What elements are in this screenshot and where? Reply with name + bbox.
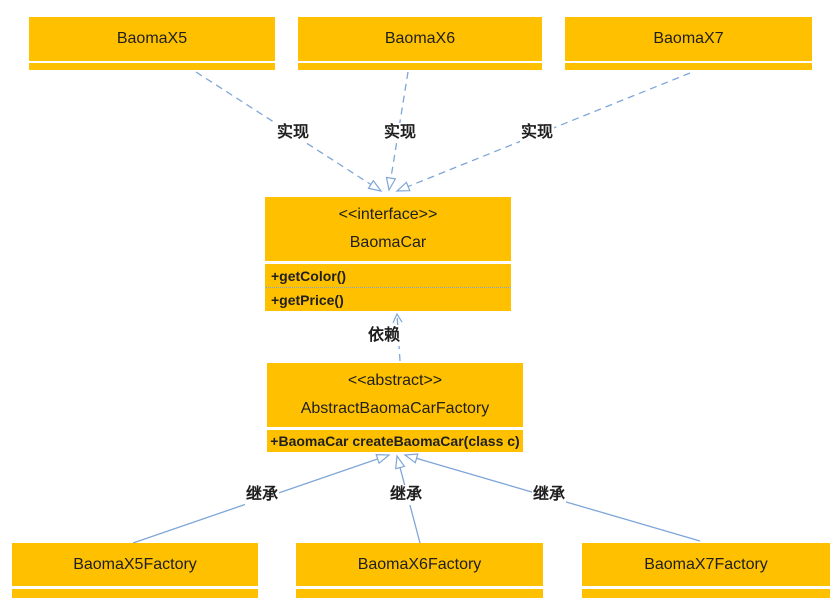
interface-method-getprice: +getPrice() xyxy=(265,288,511,311)
class-box-baomax6: BaomaX6 xyxy=(298,17,542,70)
class-title: BaomaX7Factory xyxy=(582,543,830,586)
class-title: BaomaX6Factory xyxy=(296,543,543,586)
edge-label-inherit-3: 继承 xyxy=(532,485,567,505)
edge-label-depend: 依赖 xyxy=(367,326,402,346)
class-title: BaomaX5Factory xyxy=(12,543,258,586)
class-title: BaomaX6 xyxy=(298,17,542,61)
interface-box-baomacar: <<interface>> BaomaCar +getColor() +getP… xyxy=(265,197,511,311)
abstract-stereotype: <<abstract>> xyxy=(347,372,443,390)
depend-edge xyxy=(392,312,403,362)
abstract-name: AbstractBaomaCarFactory xyxy=(300,399,490,417)
class-empty-section xyxy=(565,63,812,70)
class-box-baomax7: BaomaX7 xyxy=(565,17,812,70)
edge-label-realize-2: 实现 xyxy=(383,123,418,143)
edge-label-realize-3: 实现 xyxy=(520,123,555,143)
abstract-method-createbaomacar: +BaomaCar createBaomaCar(class c) xyxy=(267,430,523,452)
interface-method-getcolor: +getColor() xyxy=(265,264,511,288)
edge-label-inherit-1: 继承 xyxy=(245,485,280,505)
class-title: BaomaX5 xyxy=(29,17,275,61)
class-empty-section xyxy=(12,589,258,598)
class-box-baomax5: BaomaX5 xyxy=(29,17,275,70)
class-box-baomax5factory: BaomaX5Factory xyxy=(12,543,258,598)
interface-name: BaomaCar xyxy=(349,233,427,251)
edge-label-realize-1: 实现 xyxy=(276,123,311,143)
abstract-factory-box: <<abstract>> AbstractBaomaCarFactory +Ba… xyxy=(267,363,523,452)
class-empty-section xyxy=(29,63,275,70)
class-empty-section xyxy=(582,589,830,598)
class-empty-section xyxy=(298,63,542,70)
interface-stereotype: <<interface>> xyxy=(338,206,438,224)
realize-edge-x6 xyxy=(385,71,409,192)
class-title: BaomaX7 xyxy=(565,17,812,61)
interface-header: <<interface>> BaomaCar xyxy=(265,197,511,261)
class-box-baomax6factory: BaomaX6Factory xyxy=(296,543,543,598)
class-box-baomax7factory: BaomaX7Factory xyxy=(582,543,830,598)
abstract-header: <<abstract>> AbstractBaomaCarFactory xyxy=(267,363,523,427)
class-empty-section xyxy=(296,589,543,598)
edge-label-inherit-2: 继承 xyxy=(389,485,424,505)
